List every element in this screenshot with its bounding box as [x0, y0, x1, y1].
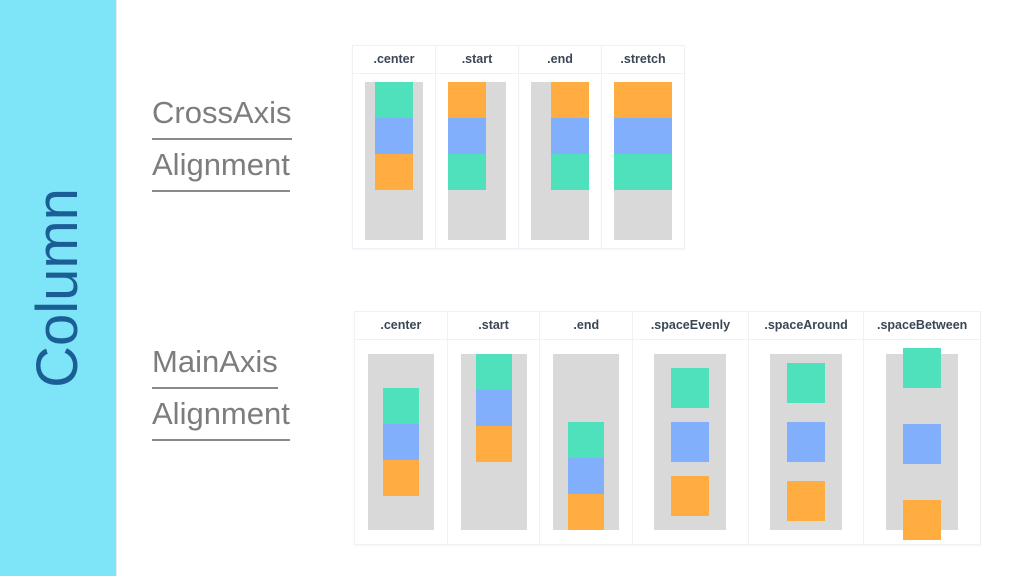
- block-orange: [787, 480, 826, 521]
- block-blue: [475, 390, 512, 426]
- mainaxis-title-line-2: Alignment: [152, 389, 290, 441]
- block-orange: [448, 82, 486, 118]
- crossaxis-header-end: .end: [519, 46, 602, 73]
- block-teal: [448, 154, 486, 190]
- mainaxis-cell-start: [448, 340, 541, 544]
- mainaxis-cell-spacearound: [749, 340, 865, 544]
- block-teal: [382, 388, 419, 424]
- block-blue: [448, 118, 486, 154]
- mainaxis-stage-spaceevenly: [654, 354, 727, 530]
- sidebar: Column: [0, 0, 117, 576]
- mainaxis-stage-spacearound: [770, 354, 843, 530]
- crossaxis-cell-start: [436, 74, 519, 248]
- mainaxis-cell-spacebetween: [864, 340, 980, 544]
- crossaxis-stage-start: [448, 82, 506, 240]
- block-teal: [568, 422, 605, 458]
- block-teal: [375, 82, 413, 118]
- crossaxis-header-start: .start: [436, 46, 519, 73]
- block-orange: [551, 82, 589, 118]
- block-teal: [903, 348, 942, 388]
- block-blue: [787, 421, 826, 462]
- block-teal: [475, 354, 512, 390]
- mainaxis-alignment-table: .center .start .end .spaceEvenly .spaceA…: [354, 311, 981, 545]
- sidebar-title-column: Column: [25, 188, 90, 388]
- block-orange: [375, 154, 413, 190]
- mainaxis-section-title: MainAxis Alignment: [152, 337, 290, 441]
- block-teal: [787, 363, 826, 404]
- block-blue: [568, 458, 605, 494]
- crossaxis-stage-end: [531, 82, 589, 240]
- block-orange: [568, 494, 605, 530]
- crossaxis-header-stretch: .stretch: [620, 52, 666, 66]
- mainaxis-table-body-row: [355, 340, 980, 544]
- crossaxis-header-center: .center: [353, 46, 436, 73]
- block-blue: [551, 118, 589, 154]
- mainaxis-cell-spaceevenly: [633, 340, 749, 544]
- crossaxis-cell-stretch: [602, 74, 684, 248]
- mainaxis-header-spacearound: .spaceAround: [749, 312, 865, 339]
- block-teal: [551, 154, 589, 190]
- crossaxis-table-body-row: [353, 74, 684, 248]
- mainaxis-stage-spacebetween: [886, 348, 959, 540]
- crossaxis-alignment-table: .center .start .end .stretch: [352, 45, 685, 249]
- mainaxis-header-spaceevenly: .spaceEvenly: [633, 312, 749, 339]
- crossaxis-stage-center: [365, 82, 423, 240]
- crossaxis-cell-end: [519, 74, 602, 248]
- mainaxis-cell-center: [355, 340, 448, 544]
- block-blue: [903, 424, 942, 464]
- block-teal: [671, 368, 710, 408]
- block-teal: [614, 154, 672, 190]
- crossaxis-stage-stretch: [614, 82, 672, 240]
- mainaxis-header-end: .end: [540, 312, 634, 339]
- block-orange: [671, 476, 710, 516]
- mainaxis-table-header-row: .center .start .end .spaceEvenly .spaceA…: [355, 312, 980, 340]
- mainaxis-stage-start: [460, 354, 527, 530]
- crossaxis-title-line-2: Alignment: [152, 140, 290, 192]
- mainaxis-stage-end: [553, 354, 620, 530]
- block-orange: [614, 82, 672, 118]
- mainaxis-cell-end: [540, 340, 634, 544]
- block-orange: [903, 500, 942, 540]
- mainaxis-header-spacebetween: .spaceBetween: [877, 318, 968, 332]
- crossaxis-section-title: CrossAxis Alignment: [152, 88, 292, 192]
- crossaxis-table-header-row: .center .start .end .stretch: [353, 46, 684, 74]
- block-orange: [382, 460, 419, 496]
- mainaxis-stage-center: [367, 354, 434, 530]
- block-blue: [614, 118, 672, 154]
- block-orange: [475, 426, 512, 462]
- block-blue: [375, 118, 413, 154]
- block-blue: [671, 422, 710, 462]
- crossaxis-title-line-1: CrossAxis: [152, 88, 292, 140]
- mainaxis-header-center: .center: [355, 312, 448, 339]
- crossaxis-cell-center: [353, 74, 436, 248]
- mainaxis-title-line-1: MainAxis: [152, 337, 278, 389]
- mainaxis-header-start: .start: [448, 312, 541, 339]
- block-blue: [382, 424, 419, 460]
